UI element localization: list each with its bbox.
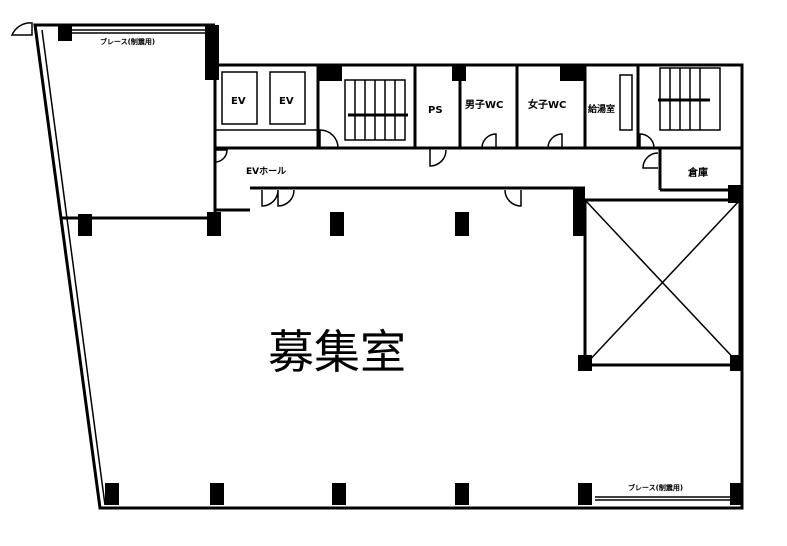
outer-walls: [33, 23, 744, 510]
room-mens-wc: 男子WC: [465, 99, 503, 111]
void-shaft: [583, 198, 742, 367]
core: [215, 65, 742, 192]
brace-top: ブレース(制震用): [70, 29, 210, 46]
room-ev-1: EV: [231, 96, 246, 107]
columns: [58, 25, 742, 505]
brace-bottom: ブレース(制震用): [595, 483, 735, 501]
vacancy-label: 募集室: [268, 325, 406, 379]
svg-text:ブレース(制震用): ブレース(制震用): [100, 37, 155, 46]
room-ps: PS: [428, 105, 443, 116]
room-kitchenette: 給湯室: [588, 103, 615, 115]
stairs-right: [658, 67, 721, 131]
room-womens-wc: 女子WC: [528, 98, 566, 111]
doors: [10, 22, 659, 207]
stairs-left: [344, 79, 408, 141]
room-ev-2: EV: [279, 96, 294, 107]
svg-text:ブレース(制震用): ブレース(制震用): [628, 483, 683, 492]
room-storage: 倉庫: [687, 166, 708, 179]
room-ev-hall: EVホール: [246, 166, 286, 177]
